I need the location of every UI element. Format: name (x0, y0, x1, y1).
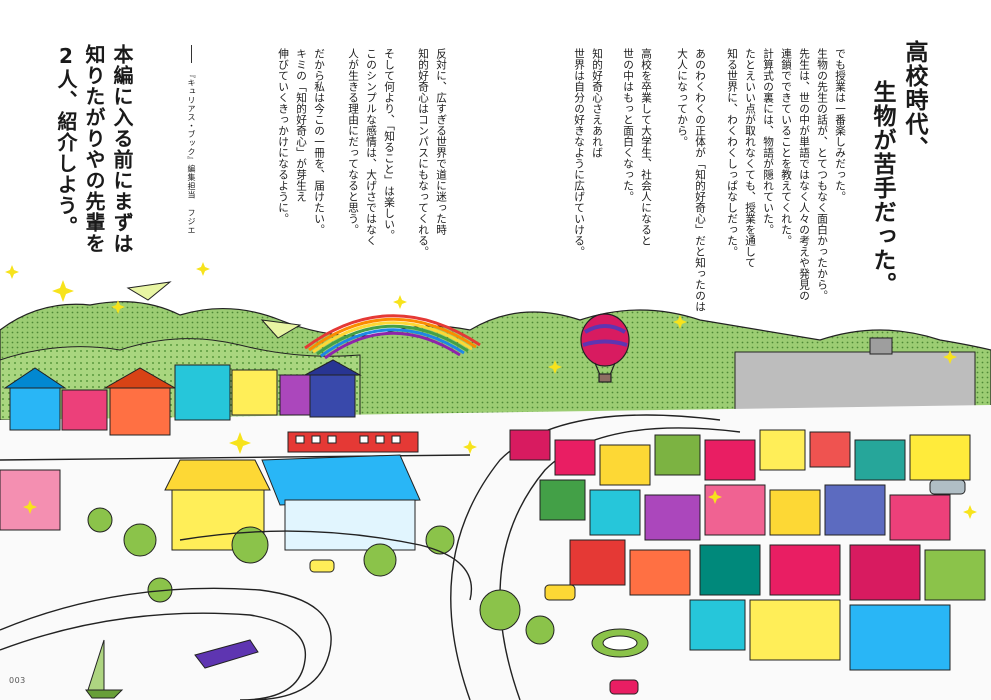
train-icon (0, 431, 471, 461)
rainbow-icon (304, 314, 481, 360)
speedboat-icon (194, 639, 259, 669)
body-line: 大人になってから。 (676, 48, 688, 147)
page-number: 003 (9, 676, 26, 685)
roundabout (591, 628, 649, 658)
body-line: 伸びていくきっかけになるように。 (277, 48, 289, 224)
waterway (0, 530, 472, 700)
lead-line-1: 本編に入る前にまずは (110, 44, 134, 254)
editor-credit: 『キュリアス・ブック』編集担当 フジエ (187, 70, 196, 235)
body-line: 知る世界に、わくわくしっぱなしだった。 (726, 48, 738, 257)
body-line: そして何より、「知ること」は楽しい。 (383, 48, 395, 241)
trees (87, 507, 555, 645)
body-line: 世界は自分の好きなように広げていける。 (573, 48, 585, 257)
houses-right (509, 429, 986, 671)
sailboat-icon (85, 639, 124, 699)
page-title-line-2: 生物が苦手だった。 (869, 80, 895, 296)
lead-line-2: 知りたがりやの先輩を (82, 44, 106, 254)
page-title-line-1: 高校時代、 (901, 40, 927, 160)
apartment-building (734, 337, 976, 413)
body-line: 世の中はもっと面白くなった。 (622, 48, 634, 202)
sparkle-icon (5, 262, 977, 519)
body-line: 知的好奇心さえあれば (591, 48, 603, 158)
body-line: たとえいい点が取れなくても、授業を通して (744, 48, 756, 268)
body-line: でも授業は一番楽しみだった。 (834, 48, 846, 202)
hot-air-balloon-icon (580, 313, 630, 383)
body-line: 知的好奇心はコンパスにもなってくれる。 (417, 48, 429, 257)
houses-left (3, 359, 362, 436)
cars (309, 479, 966, 695)
body-line: 反対に、広すぎる世界で道に迷った時 (435, 48, 447, 235)
credit-rule (191, 45, 192, 63)
body-line: あのわくわくの正体が「知的好奇心」だと知ったのは (694, 48, 706, 312)
paper-plane-icon (126, 281, 302, 339)
body-line: 人が生きる理由にだってなると思う。 (347, 48, 359, 235)
center-buildings (0, 454, 421, 551)
body-line: キミの「知的好奇心」が芽生え (295, 48, 307, 202)
body-line: だから私は今この一冊を、届けたい。 (313, 48, 325, 235)
body-line: このシンプルな感情は、大げさではなく (365, 48, 377, 246)
body-line: 生物の先生の話が、とてつもなく面白かったから。 (816, 48, 828, 301)
body-line: 連鎖でできていることを教えてくれた。 (780, 48, 792, 246)
lead-line-3: 2人、紹介しよう。 (54, 44, 78, 237)
body-line: 高校を卒業して大学生、社会人になると (640, 48, 652, 246)
body-line: 先生は、世の中が単語ではなく人々の考えや発見の (798, 48, 810, 301)
body-line: 計算式の裏には、物語が隠れていた。 (762, 48, 774, 235)
main-road (450, 414, 721, 700)
